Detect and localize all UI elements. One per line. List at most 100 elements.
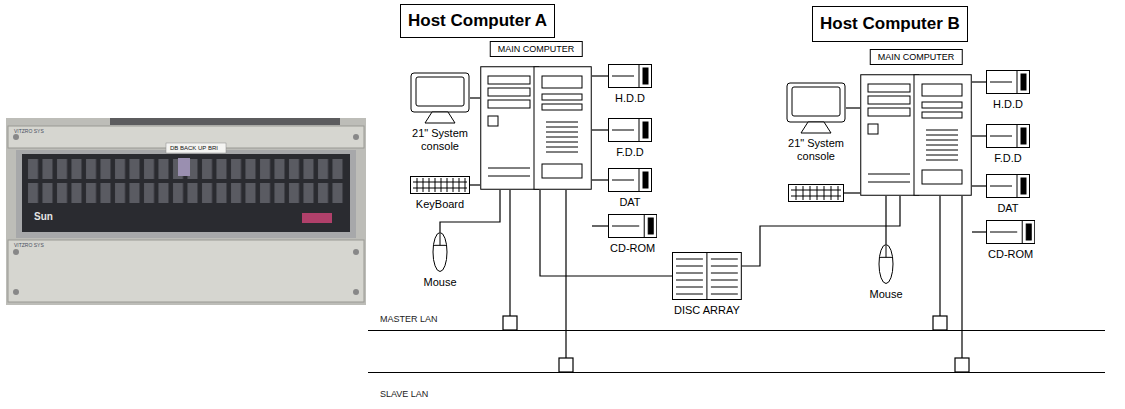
connector-line bbox=[972, 231, 986, 232]
monitor-base bbox=[110, 118, 340, 125]
device-frame bbox=[16, 150, 356, 238]
node-label: MAIN COMPUTER bbox=[870, 49, 963, 65]
node-label: F.D.D bbox=[994, 152, 1022, 165]
keyboard-wire bbox=[844, 192, 860, 193]
drive-unit: CD-ROM bbox=[986, 220, 1035, 262]
node-label: H.D.D bbox=[615, 92, 645, 105]
keyboard-icon bbox=[789, 185, 844, 202]
main-computer: MAIN COMPUTER bbox=[860, 74, 972, 196]
tower-icon bbox=[860, 74, 972, 196]
drive-icon bbox=[608, 118, 652, 142]
keyboard: KeyBoard bbox=[410, 176, 470, 212]
drive-unit: DAT bbox=[608, 168, 652, 210]
mouse-icon bbox=[420, 232, 460, 272]
connector-line bbox=[846, 107, 860, 108]
monitor-icon bbox=[786, 82, 846, 134]
host-title-box: Host Computer A bbox=[400, 4, 555, 38]
screw bbox=[353, 289, 359, 295]
blank-panel bbox=[8, 240, 364, 302]
photo-label: VITZRO SYS bbox=[14, 243, 44, 248]
tower-icon bbox=[480, 66, 592, 190]
connector-line bbox=[440, 190, 500, 232]
transceiver-box bbox=[933, 316, 947, 330]
transceiver-box bbox=[503, 316, 517, 330]
connector-line bbox=[470, 184, 480, 185]
transceiver-box bbox=[955, 358, 969, 372]
drive-icon bbox=[986, 174, 1030, 198]
connector-line bbox=[742, 196, 900, 266]
transceiver-box bbox=[559, 358, 573, 372]
connector-line bbox=[972, 185, 986, 186]
node-label: F.D.D bbox=[616, 146, 644, 159]
node-label: Host Computer B bbox=[820, 14, 960, 34]
connector-line bbox=[592, 129, 608, 130]
connector-line bbox=[885, 196, 886, 244]
screw bbox=[353, 249, 359, 255]
drive-icon bbox=[986, 70, 1030, 94]
device-bezel bbox=[22, 154, 350, 232]
lan-bus: SLAVE LAN bbox=[368, 372, 1105, 373]
node-label: 21" System console bbox=[410, 127, 470, 152]
photo-label: Sun bbox=[34, 212, 53, 222]
drive-icon bbox=[608, 168, 652, 192]
connector-line bbox=[961, 196, 962, 372]
photo-label: VITZRO SYS bbox=[14, 129, 44, 134]
mouse: Mouse bbox=[420, 232, 460, 290]
connector-line bbox=[939, 196, 940, 330]
lan-bus: MASTER LAN bbox=[368, 330, 1105, 331]
node-label: H.D.D bbox=[993, 98, 1023, 111]
screw bbox=[13, 249, 19, 255]
node-label: Mouse bbox=[869, 288, 902, 301]
keyboard-icon bbox=[410, 176, 470, 194]
tag-plate bbox=[166, 143, 226, 153]
node-label: CD-ROM bbox=[610, 242, 655, 255]
node-label: DAT bbox=[619, 196, 640, 209]
drive-unit: DAT bbox=[986, 174, 1030, 216]
screw bbox=[353, 134, 359, 140]
drive-unit: CD-ROM bbox=[608, 214, 657, 256]
node-label: Host Computer A bbox=[408, 11, 547, 31]
array-icon bbox=[672, 252, 742, 300]
main-computer: MAIN COMPUTER bbox=[480, 66, 592, 190]
system-console: 21" System console bbox=[786, 82, 846, 164]
rack-frame bbox=[6, 118, 366, 305]
system-console: 21" System console bbox=[410, 72, 470, 154]
bezel-latch bbox=[178, 158, 190, 176]
mouse: Mouse bbox=[866, 244, 906, 302]
bezel-grille bbox=[26, 157, 346, 205]
connector-line bbox=[592, 225, 608, 226]
connector-line bbox=[972, 81, 986, 82]
connector-line bbox=[540, 190, 672, 276]
drive-unit: F.D.D bbox=[608, 118, 652, 160]
drive-unit: H.D.D bbox=[608, 64, 652, 106]
drive-icon bbox=[608, 214, 657, 238]
screw bbox=[13, 289, 19, 295]
drive-icon bbox=[608, 64, 652, 88]
connector-line bbox=[565, 190, 566, 372]
monitor-icon bbox=[410, 72, 470, 124]
drive-unit: H.D.D bbox=[986, 70, 1030, 112]
node-label: 21" System console bbox=[786, 137, 846, 162]
node-label: CD-ROM bbox=[988, 248, 1033, 261]
disc-array: DISC ARRAY bbox=[672, 252, 742, 318]
photo-label: DB BACK UP BRI bbox=[170, 145, 218, 151]
connector-line bbox=[972, 135, 986, 136]
drive-unit: F.D.D bbox=[986, 124, 1030, 166]
node-label: MAIN COMPUTER bbox=[490, 41, 583, 57]
node-label: DISC ARRAY bbox=[674, 304, 740, 317]
node-label: MASTER LAN bbox=[380, 314, 438, 324]
badge bbox=[302, 213, 332, 223]
connector-line bbox=[592, 179, 608, 180]
node-label: Mouse bbox=[423, 276, 456, 289]
screw bbox=[13, 134, 19, 140]
mouse-icon bbox=[866, 244, 906, 284]
drive-icon bbox=[986, 124, 1030, 148]
host-title-box: Host Computer B bbox=[812, 6, 968, 42]
node-label: KeyBoard bbox=[416, 198, 464, 211]
node-label: DAT bbox=[997, 202, 1018, 215]
connector-line bbox=[470, 97, 480, 98]
connector-line bbox=[509, 190, 510, 330]
node-label: SLAVE LAN bbox=[380, 389, 428, 399]
drive-icon bbox=[986, 220, 1035, 244]
